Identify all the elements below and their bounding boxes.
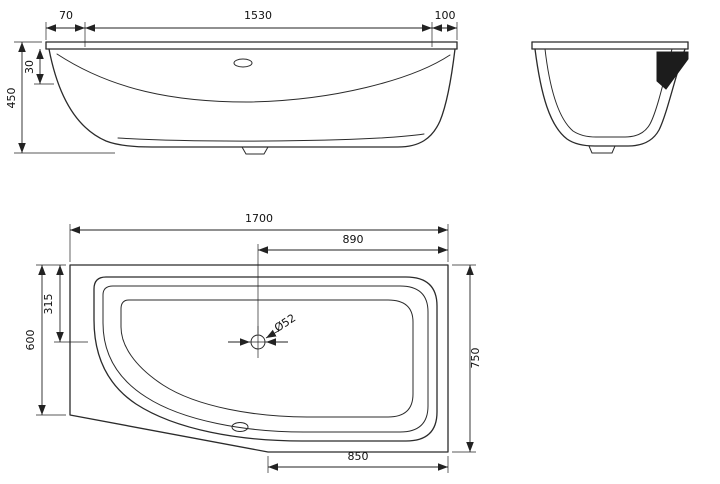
dimension-1700: 1700 xyxy=(69,212,449,262)
end-body-profile xyxy=(534,48,686,147)
dim-label-100: 100 xyxy=(435,9,456,22)
dimension-top-segments: 70 1530 100 xyxy=(45,9,458,47)
dimension-315: 315 xyxy=(42,265,88,343)
side-basin-bottom-line xyxy=(117,133,425,142)
drain-leader-line xyxy=(265,329,281,339)
side-body-profile xyxy=(48,48,456,148)
dim-label-850: 850 xyxy=(348,450,369,463)
side-drain-icon xyxy=(233,58,253,68)
dim-label-70: 70 xyxy=(59,9,73,22)
dimension-rim-30: 30 xyxy=(23,49,54,85)
dim-label-750: 750 xyxy=(469,348,482,369)
end-overflow-section xyxy=(656,51,689,90)
dim-label-drain-diameter: Ø52 xyxy=(272,311,298,334)
plan-inner-rim-contour xyxy=(102,285,429,433)
plan-outer-edge xyxy=(69,264,449,453)
side-tub-outline xyxy=(45,41,458,155)
plan-view: Ø52 1700 890 600 315 750 xyxy=(24,212,482,473)
end-elevation-view xyxy=(531,41,689,154)
side-elevation-view: 70 1530 100 450 30 xyxy=(5,9,458,155)
dim-label-890: 890 xyxy=(343,233,364,246)
plan-rim-contour xyxy=(93,276,438,442)
dim-label-1530: 1530 xyxy=(244,9,272,22)
plan-basin-floor-contour xyxy=(120,299,414,418)
end-foot xyxy=(588,145,616,154)
side-foot xyxy=(241,146,269,155)
dim-label-315: 315 xyxy=(42,294,55,315)
dimension-height-450: 450 xyxy=(5,41,115,154)
plan-drain: Ø52 xyxy=(228,311,298,358)
dimension-890: 890 xyxy=(257,233,448,334)
end-inner-wall xyxy=(544,48,673,138)
dimension-600: 600 xyxy=(24,264,66,416)
dim-label-600: 600 xyxy=(24,330,37,351)
dim-label-30: 30 xyxy=(23,60,36,74)
dimension-850: 850 xyxy=(267,450,449,473)
dim-label-1700: 1700 xyxy=(245,212,273,225)
drain-hole-icon xyxy=(250,334,266,350)
plan-overflow-icon xyxy=(231,422,249,432)
side-interior-waterline xyxy=(56,53,451,103)
plan-tub-outline xyxy=(69,264,449,453)
dimension-750: 750 xyxy=(452,264,482,453)
dim-label-450: 450 xyxy=(5,88,18,109)
